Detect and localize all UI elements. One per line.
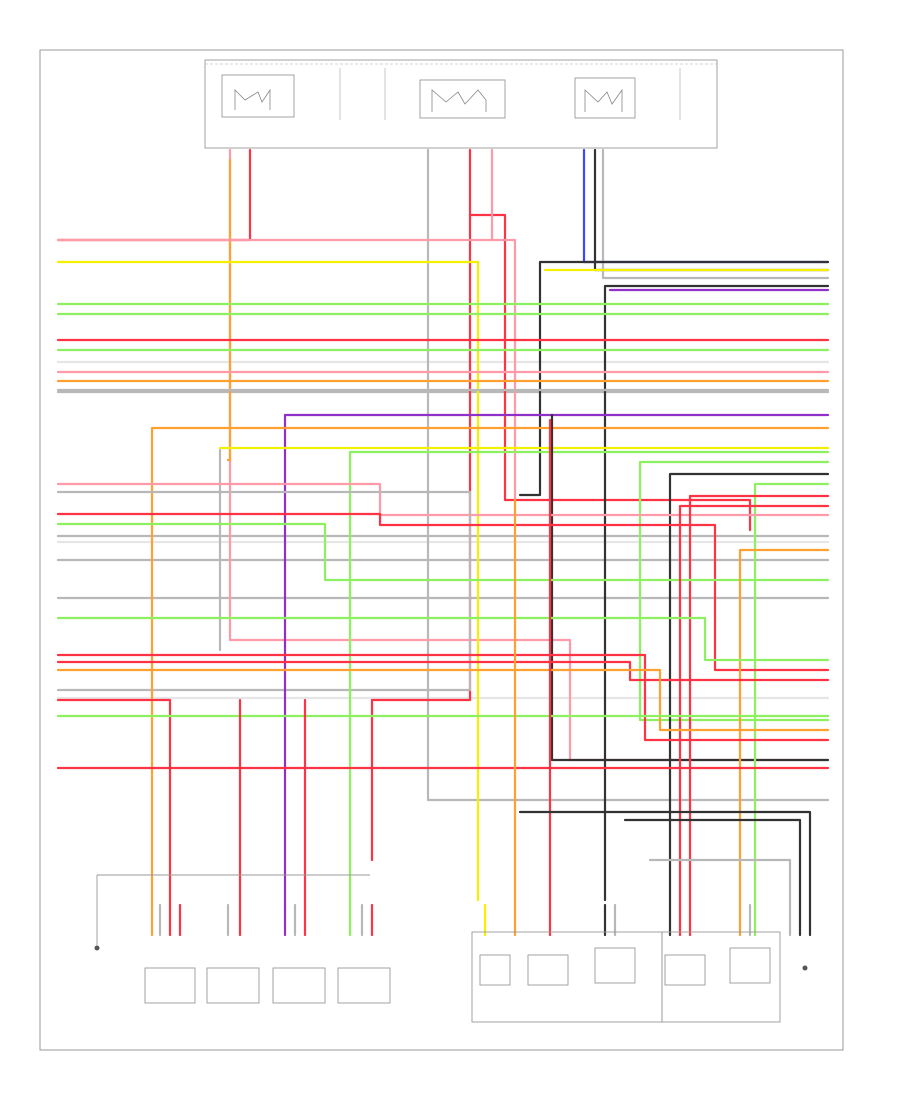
bottom-left-components bbox=[94, 874, 391, 1004]
relay-3 bbox=[574, 77, 636, 119]
component-box-2 bbox=[206, 967, 260, 1004]
wire-41 bbox=[56, 482, 830, 517]
ground-symbol-left bbox=[94, 945, 100, 951]
wire-21 bbox=[601, 148, 830, 280]
component-box-6 bbox=[527, 954, 569, 986]
relay-2-switch bbox=[431, 89, 487, 112]
component-box-7 bbox=[594, 947, 636, 984]
wire-15 bbox=[370, 213, 472, 862]
wire-60 bbox=[623, 818, 802, 907]
wire-19 bbox=[582, 148, 830, 264]
wire-38 bbox=[638, 460, 830, 722]
component-box-4 bbox=[337, 967, 391, 1004]
wire-12 bbox=[228, 148, 830, 762]
wire-34 bbox=[150, 426, 830, 907]
bottom-right-components bbox=[471, 931, 808, 1023]
wire-18 bbox=[490, 238, 517, 502]
wire-45 bbox=[56, 522, 830, 582]
component-box-9 bbox=[729, 947, 771, 984]
relay-2-body bbox=[419, 79, 506, 119]
relay-3-body bbox=[574, 77, 636, 119]
wire-46 bbox=[678, 504, 830, 907]
wire-37 bbox=[550, 413, 830, 762]
component-box-8 bbox=[664, 954, 706, 986]
wire-42 bbox=[56, 490, 472, 692]
wire-43 bbox=[688, 494, 830, 907]
wire-59 bbox=[518, 810, 812, 907]
group-box-right bbox=[661, 931, 781, 1023]
wire-11 bbox=[56, 148, 252, 242]
relay-3-switch bbox=[584, 88, 623, 112]
wire-22 bbox=[518, 260, 830, 497]
wire-10 bbox=[426, 148, 830, 802]
relay-1 bbox=[221, 74, 295, 118]
wire-48 bbox=[56, 616, 830, 662]
component-box-3 bbox=[272, 967, 326, 1004]
group-box-left bbox=[471, 931, 663, 1023]
relay-2 bbox=[419, 79, 506, 119]
diagram-border bbox=[39, 49, 844, 1051]
wire-13 bbox=[226, 158, 232, 462]
relay-box-outline bbox=[204, 59, 718, 149]
wire-layer bbox=[56, 148, 830, 937]
wire-44 bbox=[56, 512, 830, 672]
relay-box bbox=[204, 59, 718, 149]
wire-36 bbox=[348, 450, 830, 907]
wire-49 bbox=[56, 653, 830, 742]
wire-61 bbox=[648, 858, 792, 907]
wire-47 bbox=[738, 548, 830, 907]
wire-52 bbox=[56, 698, 172, 907]
wire-39 bbox=[668, 472, 830, 907]
wire-17 bbox=[56, 260, 480, 902]
wire-33 bbox=[283, 413, 830, 907]
wire-40 bbox=[753, 482, 830, 907]
wire-24 bbox=[603, 284, 830, 902]
component-box-1 bbox=[144, 967, 196, 1004]
relay-1-switch bbox=[234, 88, 271, 110]
wire-51 bbox=[56, 668, 830, 732]
component-box-5 bbox=[479, 954, 511, 986]
wire-20 bbox=[593, 148, 830, 272]
ground-symbol-right bbox=[802, 965, 808, 971]
relay-1-body bbox=[221, 74, 295, 118]
